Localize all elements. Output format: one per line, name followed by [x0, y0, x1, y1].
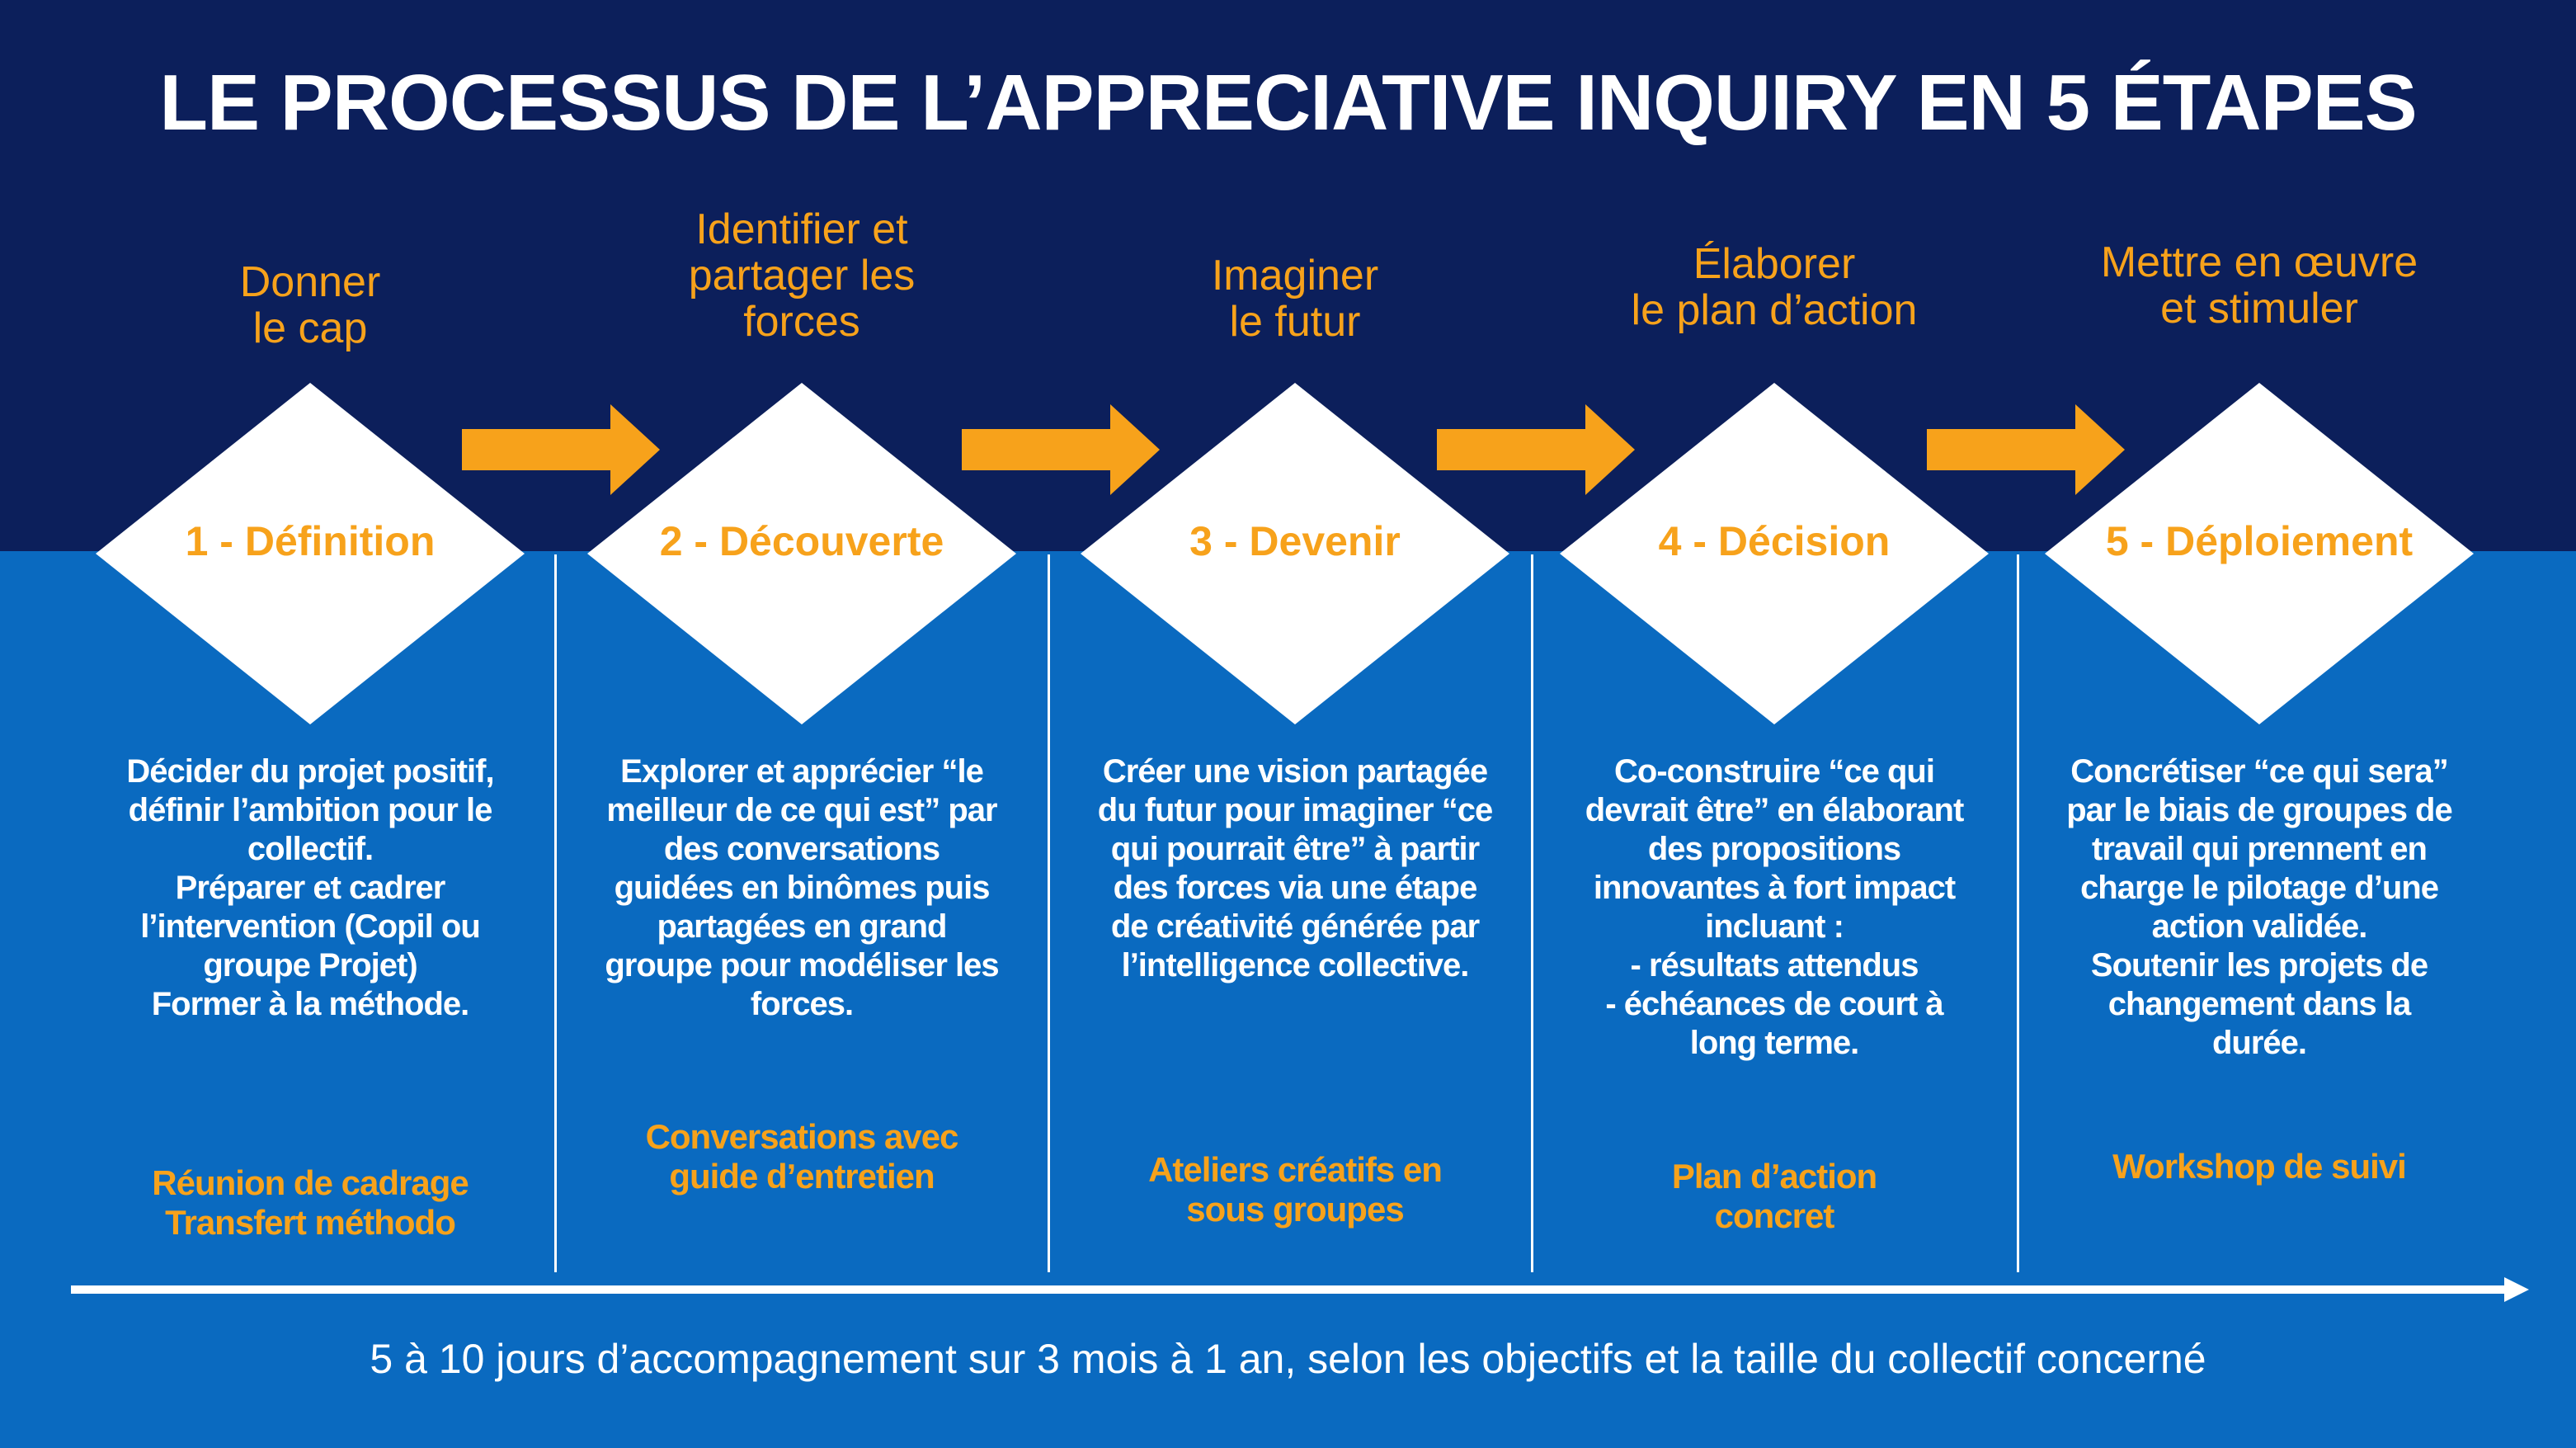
step-description: Co-construire “ce qui devrait être” en é… — [1585, 753, 1965, 1061]
arrow-right-icon — [1437, 404, 1635, 495]
step-label: 5 - Déploiement — [2105, 518, 2414, 564]
column-divider — [554, 554, 557, 1272]
step-format: Workshop de suivi — [2112, 1147, 2407, 1186]
step-label: 4 - Décision — [1658, 518, 1891, 564]
step-description: Explorer et apprécier “le meilleur de ce… — [605, 753, 999, 1022]
step-format: Conversations avec guide d’entretien — [645, 1117, 959, 1196]
step-decision: Élaborer le plan d’action 4 - Décision C… — [1527, 0, 2022, 1448]
step-heading: Imaginer le futur — [1211, 252, 1379, 346]
step-description: Décider du projet positif, définir l’amb… — [126, 753, 494, 1022]
step-heading: Identifier et partager les forces — [688, 205, 916, 346]
step-heading: Mettre en œuvre et stimuler — [2100, 238, 2418, 333]
step-label: 1 - Définition — [185, 518, 436, 564]
step-description: Concrétiser “ce qui sera” par le biais d… — [2066, 753, 2452, 1061]
step-label: 2 - Découverte — [659, 518, 944, 564]
arrow-right-icon — [462, 404, 660, 495]
column-divider — [1531, 554, 1533, 1272]
step-format: Ateliers créatifs en sous groupes — [1148, 1150, 1443, 1229]
column-divider — [2017, 554, 2019, 1272]
step-devenir: Imaginer le futur 3 - Devenir Créer une … — [1048, 0, 1542, 1448]
step-deploiement: Mettre en œuvre et stimuler 5 - Déploiem… — [2012, 0, 2507, 1448]
step-description: Créer une vision partagée du futur pour … — [1097, 753, 1493, 983]
step-format: Réunion de cadrage Transfert méthodo — [152, 1163, 469, 1242]
step-heading: Donner le cap — [239, 258, 381, 352]
step-decouverte: Identifier et partager les forces 2 - Dé… — [554, 0, 1049, 1448]
step-definition: Donner le cap 1 - Définition Décider du … — [63, 0, 558, 1448]
duration-footer: 5 à 10 jours d’accompagnement sur 3 mois… — [370, 1336, 2206, 1382]
arrow-right-icon — [962, 404, 1160, 495]
page-title: LE PROCESSUS DE L’APPRECIATIVE INQUIRY E… — [159, 59, 2417, 147]
step-heading: Élaborer le plan d’action — [1631, 240, 1918, 334]
step-format: Plan d’action concret — [1671, 1157, 1877, 1235]
timeline-arrow — [71, 1277, 2529, 1302]
arrow-right-icon — [1927, 404, 2125, 495]
step-label: 3 - Devenir — [1189, 518, 1401, 564]
column-divider — [1048, 554, 1050, 1272]
